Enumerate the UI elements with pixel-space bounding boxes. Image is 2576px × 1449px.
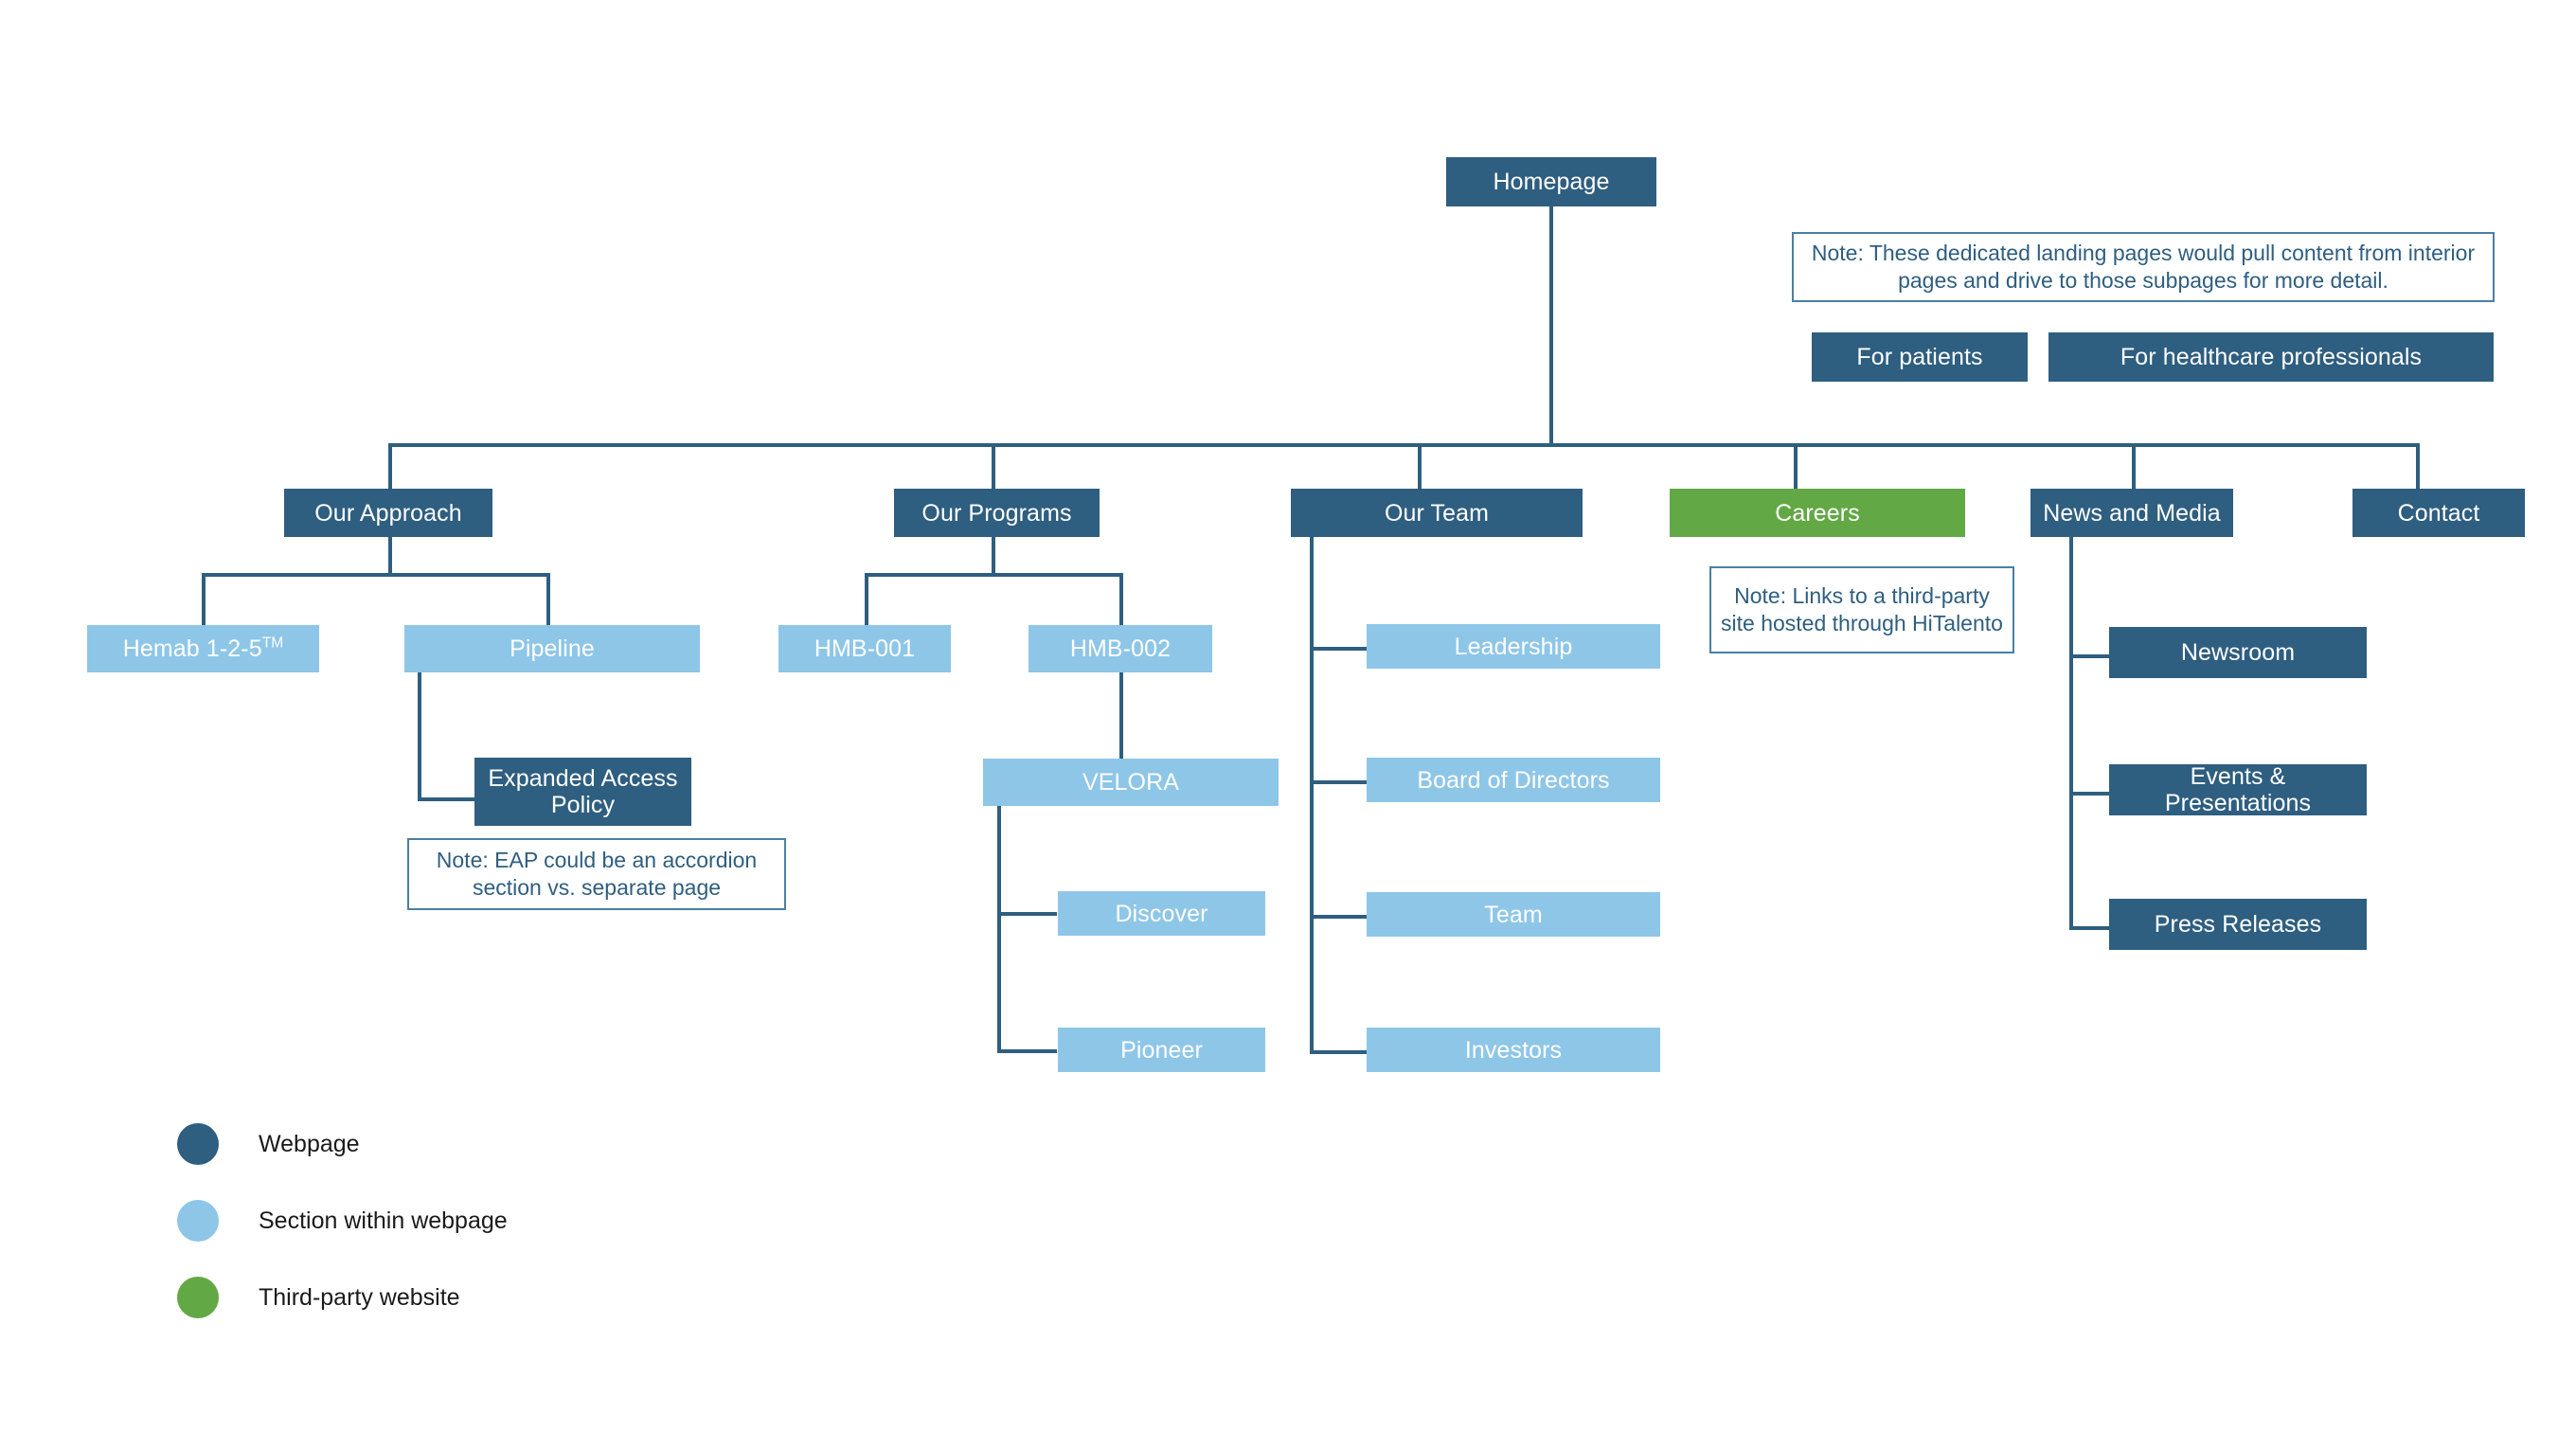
node-careers[interactable]: Careers bbox=[1670, 489, 1965, 537]
node-hemab-1-2-5-label: Hemab 1-2-5TM bbox=[122, 635, 284, 662]
node-for-patients[interactable]: For patients bbox=[1812, 332, 2028, 382]
node-expanded-access-policy-label: Expanded Access Policy bbox=[488, 765, 678, 818]
note-careers: Note: Links to a third-party site hosted… bbox=[1709, 566, 2014, 653]
node-events-presentations[interactable]: Events & Presentations bbox=[2109, 763, 2367, 816]
connector-main-bus bbox=[388, 443, 2420, 447]
node-discover[interactable]: Discover bbox=[1058, 891, 1265, 936]
node-pipeline-label: Pipeline bbox=[510, 635, 595, 662]
legend-swatch-third-party-icon bbox=[177, 1277, 219, 1318]
node-team[interactable]: Team bbox=[1367, 892, 1660, 937]
connector-velora-to-pioneer bbox=[997, 1049, 1057, 1053]
node-hmb-001-label: HMB-001 bbox=[814, 635, 916, 662]
node-newsroom-label: Newsroom bbox=[2180, 639, 2296, 666]
connector-homepage-stem bbox=[1549, 206, 1553, 445]
node-hmb-002-label: HMB-002 bbox=[1069, 635, 1172, 662]
node-for-healthcare-professionals[interactable]: For healthcare professionals bbox=[2048, 332, 2494, 382]
node-our-team-label: Our Team bbox=[1384, 499, 1490, 527]
note-eap: Note: EAP could be an accordion section … bbox=[407, 838, 786, 910]
legend-label-third-party: Third-party website bbox=[259, 1283, 460, 1311]
node-homepage[interactable]: Homepage bbox=[1446, 157, 1656, 206]
node-press-releases-label: Press Releases bbox=[2154, 911, 2322, 938]
connector-team-to-leadership bbox=[1310, 647, 1368, 651]
connector-news-to-newsroom bbox=[2069, 654, 2111, 658]
legend-swatch-section-icon bbox=[177, 1200, 219, 1242]
connector-team-to-investors bbox=[1310, 1050, 1368, 1054]
connector-drop-our-approach bbox=[388, 443, 392, 489]
connector-our-approach-bus bbox=[202, 573, 550, 577]
node-pioneer-label: Pioneer bbox=[1120, 1036, 1203, 1064]
node-leadership[interactable]: Leadership bbox=[1367, 624, 1660, 669]
note-landing-pages-text: Note: These dedicated landing pages woul… bbox=[1811, 240, 2476, 293]
connector-our-programs-stem bbox=[992, 537, 995, 575]
node-our-approach-label: Our Approach bbox=[314, 499, 462, 527]
connector-drop-hemab bbox=[202, 573, 206, 630]
legend-label-section: Section within webpage bbox=[259, 1207, 508, 1234]
node-hmb-002[interactable]: HMB-002 bbox=[1029, 625, 1212, 672]
node-our-approach[interactable]: Our Approach bbox=[284, 489, 492, 537]
node-news-and-media-label: News and Media bbox=[2043, 499, 2221, 527]
node-our-team[interactable]: Our Team bbox=[1291, 489, 1583, 537]
node-careers-label: Careers bbox=[1775, 499, 1860, 527]
connector-our-approach-stem bbox=[388, 537, 392, 575]
node-team-label: Team bbox=[1484, 901, 1543, 928]
connector-drop-contact bbox=[2416, 443, 2420, 489]
connector-drop-careers bbox=[1794, 443, 1798, 489]
connector-news-to-press bbox=[2069, 926, 2111, 930]
legend-swatch-webpage-icon bbox=[177, 1123, 219, 1165]
node-contact[interactable]: Contact bbox=[2352, 489, 2525, 537]
note-landing-pages: Note: These dedicated landing pages woul… bbox=[1792, 232, 2495, 302]
connector-drop-our-team bbox=[1418, 443, 1422, 489]
node-events-presentations-label: Events & Presentations bbox=[2164, 763, 2312, 816]
node-hmb-001[interactable]: HMB-001 bbox=[778, 625, 951, 672]
node-for-patients-label: For patients bbox=[1856, 344, 1983, 370]
connector-drop-news-media bbox=[2132, 443, 2136, 489]
node-our-programs-label: Our Programs bbox=[921, 499, 1072, 527]
node-investors-label: Investors bbox=[1464, 1036, 1563, 1064]
connector-team-to-team bbox=[1310, 915, 1368, 919]
legend-label-webpage: Webpage bbox=[259, 1130, 360, 1157]
note-careers-text: Note: Links to a third-party site hosted… bbox=[1721, 582, 2003, 635]
connector-velora-spine bbox=[997, 805, 1001, 1053]
node-press-releases[interactable]: Press Releases bbox=[2109, 899, 2367, 950]
connector-news-to-events bbox=[2069, 792, 2111, 796]
note-eap-text: Note: EAP could be an accordion section … bbox=[436, 847, 758, 900]
node-pipeline[interactable]: Pipeline bbox=[404, 625, 700, 672]
node-contact-label: Contact bbox=[2397, 499, 2480, 527]
connector-our-programs-bus bbox=[865, 573, 1123, 577]
node-discover-label: Discover bbox=[1115, 900, 1208, 927]
connector-news-spine bbox=[2069, 537, 2073, 930]
legend-item-third-party: Third-party website bbox=[177, 1277, 460, 1318]
connector-pipeline-to-eap-h bbox=[418, 797, 474, 801]
node-newsroom[interactable]: Newsroom bbox=[2109, 627, 2367, 678]
trademark-symbol: TM bbox=[261, 635, 284, 652]
node-news-and-media[interactable]: News and Media bbox=[2030, 489, 2233, 537]
node-velora-label: VELORA bbox=[1082, 769, 1180, 796]
connector-drop-our-programs bbox=[992, 443, 995, 489]
connector-drop-hmb002 bbox=[1119, 573, 1123, 630]
node-hemab-1-2-5[interactable]: Hemab 1-2-5TM bbox=[87, 625, 319, 672]
connector-team-to-board bbox=[1310, 780, 1368, 784]
connector-our-team-spine bbox=[1310, 537, 1314, 1054]
node-board-of-directors-label: Board of Directors bbox=[1417, 766, 1610, 794]
node-velora[interactable]: VELORA bbox=[983, 759, 1279, 806]
legend-item-section: Section within webpage bbox=[177, 1200, 508, 1242]
legend-item-webpage: Webpage bbox=[177, 1123, 360, 1165]
node-leadership-label: Leadership bbox=[1454, 633, 1573, 660]
connector-drop-hmb001 bbox=[865, 573, 868, 630]
connector-pipeline-to-eap-v bbox=[418, 672, 421, 801]
connector-velora-to-discover bbox=[997, 912, 1057, 916]
node-board-of-directors[interactable]: Board of Directors bbox=[1367, 758, 1660, 802]
node-for-healthcare-professionals-label: For healthcare professionals bbox=[2120, 344, 2423, 370]
connector-drop-pipeline bbox=[546, 573, 550, 630]
node-pioneer[interactable]: Pioneer bbox=[1058, 1028, 1265, 1072]
connector-hmb002-to-velora bbox=[1119, 672, 1123, 767]
node-investors[interactable]: Investors bbox=[1367, 1028, 1660, 1072]
node-our-programs[interactable]: Our Programs bbox=[894, 489, 1100, 537]
node-homepage-label: Homepage bbox=[1493, 169, 1610, 195]
node-expanded-access-policy[interactable]: Expanded Access Policy bbox=[474, 758, 691, 826]
